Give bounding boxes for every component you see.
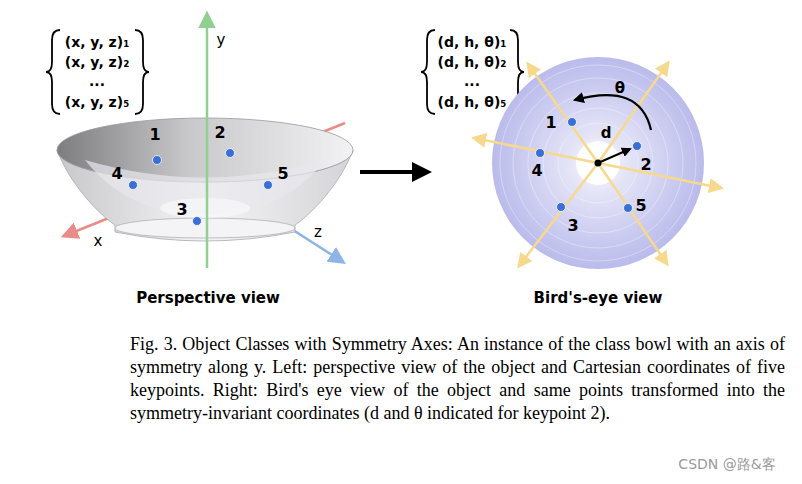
keypoint: [536, 149, 545, 158]
ellipsis: ...: [89, 73, 105, 89]
keypoint: [193, 217, 202, 226]
axis-label: x: [94, 232, 103, 250]
keypoint: [264, 181, 273, 190]
distance-label: d: [601, 124, 612, 142]
angle-label: θ: [615, 79, 625, 97]
ray: [528, 64, 598, 163]
coordinate-tuple: (x, y, z)₅: [65, 94, 130, 110]
ray: [598, 163, 721, 188]
callout-number: 4: [531, 161, 542, 180]
view-label: Perspective view: [136, 289, 280, 307]
d-arrow: [598, 149, 630, 163]
brace: [421, 30, 435, 114]
ray: [474, 138, 598, 163]
axis-label: z: [314, 223, 322, 241]
keypoint: [129, 181, 138, 190]
bowl-bottom-top-view: [576, 141, 620, 185]
callout-number: 2: [214, 123, 225, 142]
callout-number: 3: [176, 200, 187, 219]
keypoint: [624, 204, 633, 213]
callout-number: 5: [277, 164, 288, 183]
keypoint: [568, 118, 577, 127]
ellipsis: ...: [464, 73, 480, 89]
callout-number: 1: [149, 125, 160, 144]
brace: [46, 30, 60, 114]
ray: [519, 163, 598, 266]
brace: [135, 30, 149, 114]
figure-caption: Fig. 3. Object Classes with Symmetry Axe…: [130, 333, 785, 425]
bowl-top-view: [492, 57, 704, 269]
callout-number: 3: [567, 216, 578, 235]
keypoint: [153, 156, 162, 165]
bowl-bottom: [160, 198, 250, 218]
theta-arc: [575, 95, 651, 130]
ray: [598, 63, 668, 163]
callout-number: 2: [640, 155, 651, 174]
transform-arrow: [360, 170, 428, 174]
coordinate-tuple: (d, h, θ)₁: [438, 34, 507, 50]
callout-number: 4: [111, 164, 122, 183]
ray: [598, 163, 667, 264]
callout-number: 5: [635, 196, 646, 215]
callout-number: 1: [545, 113, 556, 132]
y-axis: [206, 14, 209, 268]
coordinate-tuple: (x, y, z)₂: [65, 54, 130, 70]
keypoint: [226, 149, 235, 158]
keypoint: [633, 142, 642, 151]
keypoint: [557, 203, 566, 212]
axis-label: y: [217, 31, 226, 49]
bowl-base: [115, 218, 295, 238]
view-label: Bird's-eye view: [534, 289, 663, 307]
coordinate-tuple: (d, h, θ)₅: [438, 94, 507, 110]
coordinate-tuple: (x, y, z)₁: [65, 34, 130, 50]
watermark: CSDN @路&客: [676, 456, 777, 474]
center-dot: [595, 160, 602, 167]
coordinate-tuple: (d, h, θ)₂: [438, 54, 507, 70]
